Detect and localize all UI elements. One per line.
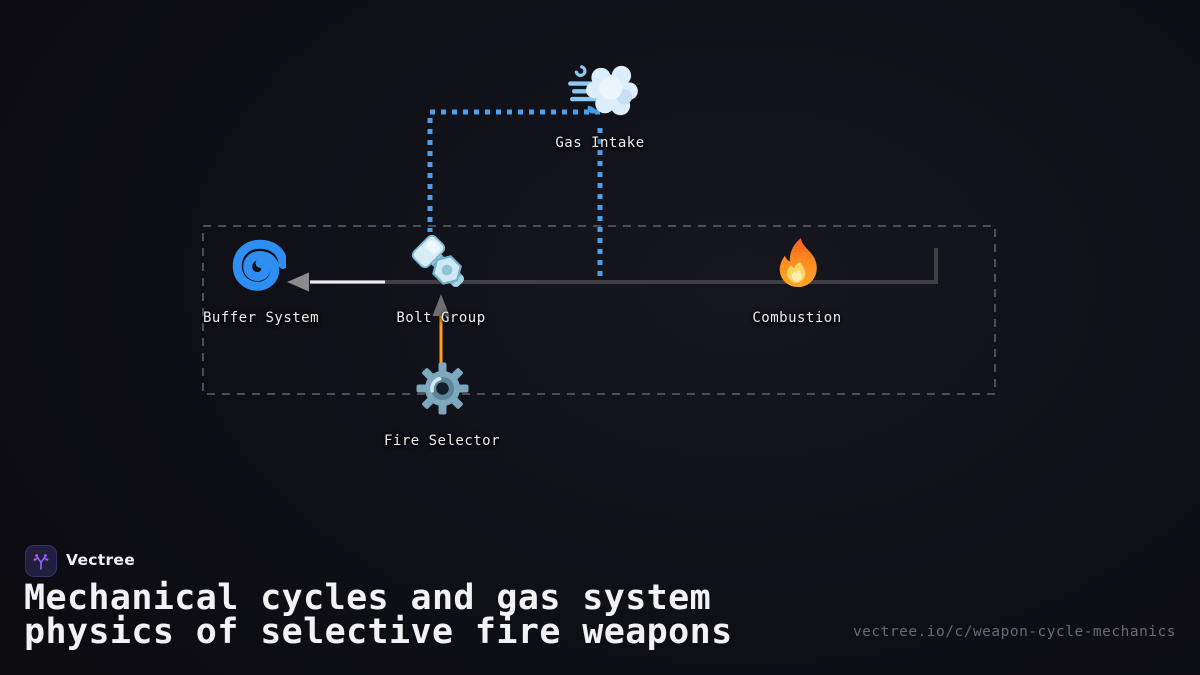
brand-name: Vectree <box>66 551 136 569</box>
gear-icon <box>415 361 470 420</box>
bolt-group-label: Bolt Group <box>396 310 486 326</box>
gas-path-to-bolt <box>427 109 600 232</box>
vectree-branch-icon <box>33 554 49 570</box>
barrel-line <box>310 248 938 284</box>
card-url: vectree.io/c/weapon-cycle-mechanics <box>852 624 1176 640</box>
wind-cloud-icon <box>568 62 638 128</box>
vectree-logo <box>25 545 57 577</box>
card-title: Mechanical cycles and gas system physics… <box>24 578 733 652</box>
buffer-system-label: Buffer System <box>202 310 320 326</box>
selector-arrowhead <box>432 294 450 316</box>
fire-icon <box>776 236 823 297</box>
cyclone-icon <box>232 239 288 297</box>
card-title-line1: Mechanical cycles and gas system <box>24 578 712 618</box>
gas-intake-label: Gas Intake <box>555 135 645 151</box>
fire-selector-label: Fire Selector <box>383 433 501 449</box>
combustion-label: Combustion <box>752 310 842 326</box>
recoil-arrowhead <box>287 272 309 292</box>
nut-and-bolt-icon <box>410 233 474 301</box>
mechanism-boundary-box <box>202 225 996 395</box>
card-title-line2: physics of selective fire weapons <box>24 611 733 652</box>
